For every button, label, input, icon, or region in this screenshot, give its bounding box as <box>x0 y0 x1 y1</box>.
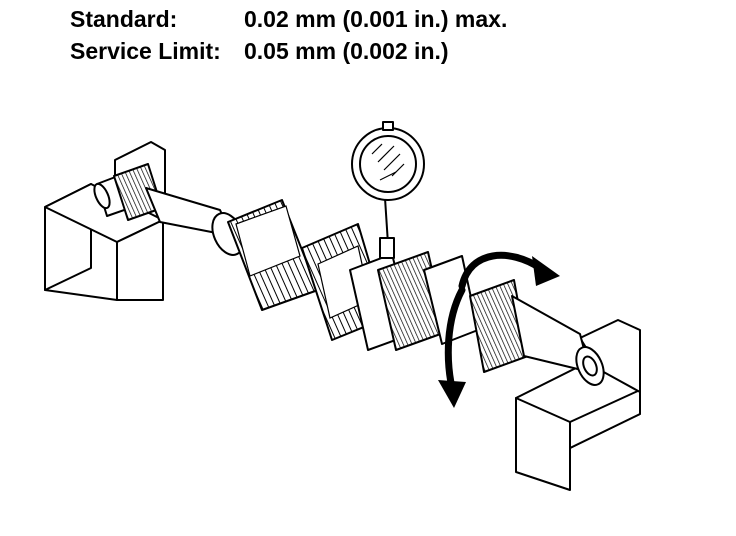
service-limit-label: Service Limit: <box>70 38 221 64</box>
main-shaft <box>93 163 605 386</box>
standard-label: Standard: <box>70 6 178 32</box>
left-v-block <box>44 141 166 301</box>
dial-indicator-icon <box>351 121 425 259</box>
rotation-arrow-icon <box>438 251 560 408</box>
standard-value: 0.02 mm (0.001 in.) max. <box>244 6 508 32</box>
service-limit-value: 0.05 mm (0.002 in.) <box>244 38 449 64</box>
